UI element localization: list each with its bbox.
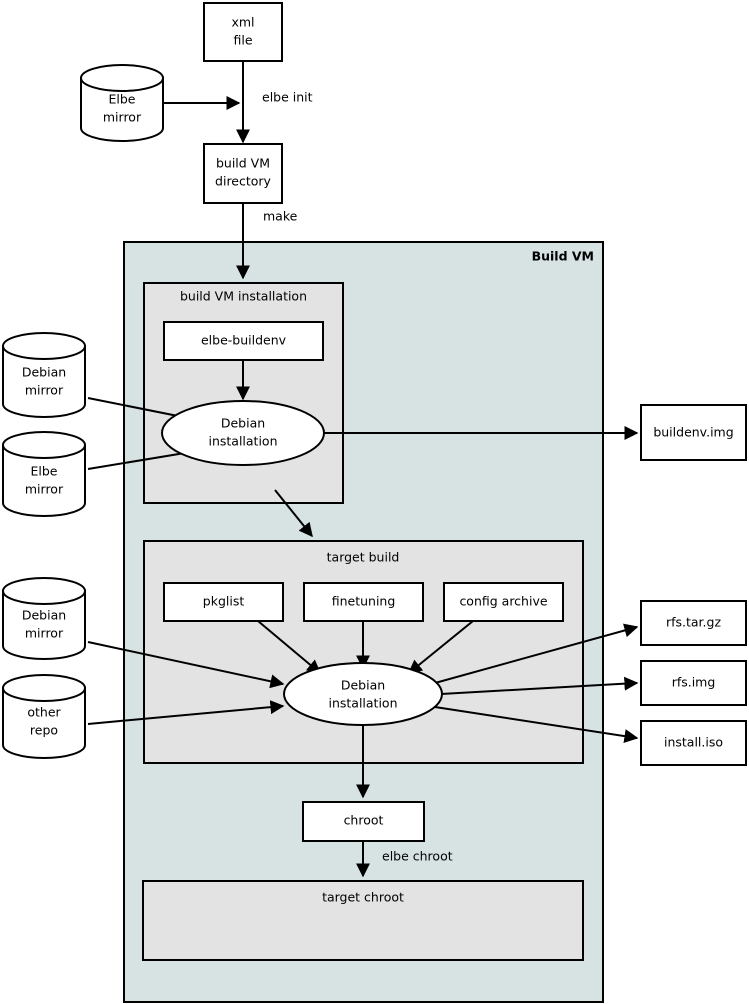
node-buildenv-img[interactable]: buildenv.img <box>640 404 747 461</box>
group-title-build-vm-installation: build VM installation <box>180 289 307 304</box>
edge-debian-installation-to-rfs-tar-gz <box>434 623 639 684</box>
node-other-repo[interactable]: other repo <box>2 674 86 759</box>
node-rfs-tar-gz[interactable]: rfs.tar.gz <box>640 600 747 646</box>
node-debian-mirror-lower[interactable]: Debian mirror <box>2 577 86 660</box>
node-label-elbe-buildenv: elbe-buildenv <box>201 333 287 348</box>
node-elbe-mirror-top[interactable]: Elbe mirror <box>80 64 164 142</box>
node-build-vm-directory[interactable]: build VM directory <box>203 143 283 204</box>
node-label-pkglist: pkglist <box>203 594 245 609</box>
node-debian-installation-target[interactable]: Debian installation <box>283 662 443 726</box>
node-finetuning[interactable]: finetuning <box>303 582 424 622</box>
node-elbe-mirror-lower[interactable]: Elbe mirror <box>2 431 86 517</box>
edge-label-make: make <box>263 209 298 224</box>
node-label-debian-installation-buildenv-line2: installation <box>208 434 277 449</box>
build-vm-title: Build VM <box>532 249 594 264</box>
node-chroot[interactable]: chroot <box>302 801 425 842</box>
node-label-elbe-mirror-top-line2: mirror <box>103 110 142 125</box>
node-elbe-buildenv[interactable]: elbe-buildenv <box>163 321 324 361</box>
node-label-finetuning: finetuning <box>332 594 396 609</box>
node-label-debian-installation-target-line2: installation <box>328 696 397 711</box>
group-build-vm-installation: build VM installation <box>143 282 344 504</box>
node-label-config-archive: config archive <box>459 594 547 609</box>
node-debian-mirror-upper[interactable]: Debian mirror <box>2 332 86 418</box>
edge-debian-mirror-lower-to-debian-installation <box>87 641 285 689</box>
node-label-install-iso: install.iso <box>664 735 723 750</box>
node-label-debian-mirror-lower-line2: mirror <box>25 626 64 641</box>
node-label-debian-mirror-upper-line2: mirror <box>25 383 64 398</box>
node-label-xml-file-line1: xml <box>231 15 254 30</box>
edge-buildenv-to-target-build <box>274 489 313 538</box>
diagram-edges <box>87 61 639 878</box>
group-title-target-chroot: target chroot <box>322 890 404 905</box>
group-title-target-build: target build <box>327 550 400 565</box>
node-label-other-repo-line2: repo <box>30 723 58 738</box>
node-label-rfs-img: rfs.img <box>672 675 716 690</box>
node-label-elbe-mirror-top-line1: Elbe <box>109 92 136 107</box>
edge-config-archive-to-debian-installation <box>407 620 474 674</box>
edge-other-repo-to-debian-installation <box>87 700 285 725</box>
node-label-debian-installation-buildenv-line1: Debian <box>221 416 265 431</box>
node-label-rfs-tar-gz: rfs.tar.gz <box>666 615 721 630</box>
node-rfs-img[interactable]: rfs.img <box>640 660 747 706</box>
node-debian-installation-buildenv[interactable]: Debian installation <box>161 400 325 466</box>
node-label-xml-file-line2: file <box>233 33 252 48</box>
node-xml-file[interactable]: xml file <box>203 2 283 62</box>
node-label-other-repo-line1: other <box>27 705 61 720</box>
node-install-iso[interactable]: install.iso <box>640 720 747 766</box>
edge-debian-installation-to-rfs-img <box>440 676 639 695</box>
node-label-debian-mirror-upper-line1: Debian <box>22 365 66 380</box>
node-config-archive[interactable]: config archive <box>443 582 564 622</box>
node-label-buildenv-img: buildenv.img <box>653 425 733 440</box>
edge-label-elbe-chroot: elbe chroot <box>382 849 453 864</box>
edge-debian-installation-to-install-iso <box>434 706 639 744</box>
node-label-elbe-mirror-lower-line2: mirror <box>25 482 64 497</box>
node-label-chroot: chroot <box>344 813 384 828</box>
node-label-elbe-mirror-lower-line1: Elbe <box>31 464 58 479</box>
node-label-build-vm-directory-line2: directory <box>215 174 272 189</box>
node-label-debian-installation-target-line1: Debian <box>341 678 385 693</box>
node-label-debian-mirror-lower-line1: Debian <box>22 608 66 623</box>
node-pkglist[interactable]: pkglist <box>163 582 284 622</box>
group-target-chroot: target chroot <box>142 880 584 961</box>
node-label-build-vm-directory-line1: build VM <box>216 156 270 171</box>
edge-label-elbe-init: elbe init <box>262 90 313 105</box>
edge-pkglist-to-debian-installation <box>257 620 322 674</box>
